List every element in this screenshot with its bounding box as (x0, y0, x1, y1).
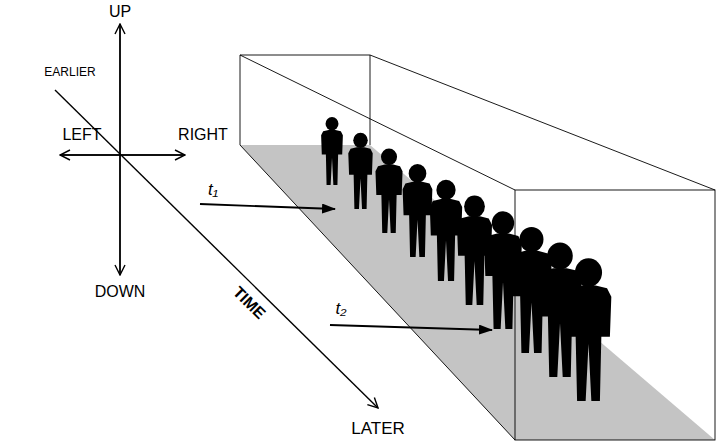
person-silhouette (566, 258, 612, 401)
t1-arrow (200, 204, 335, 209)
axis-label: RIGHT (178, 127, 228, 143)
person-body (375, 164, 402, 233)
up-axis (119, 24, 120, 275)
person-body (321, 130, 343, 185)
person-body (566, 285, 612, 401)
box-edge (240, 145, 515, 440)
box-front (515, 190, 715, 440)
time-label: t₁ (208, 181, 218, 198)
person-head (353, 133, 367, 148)
figure-row (321, 117, 611, 401)
person-silhouette (403, 164, 433, 257)
time-label: t₂ (335, 300, 346, 317)
axis-label: LATER (351, 420, 405, 437)
time-axis (55, 90, 378, 408)
person-head (326, 117, 339, 131)
t2-arrow (330, 325, 492, 330)
person-head (436, 180, 455, 200)
box-edge (240, 55, 241, 145)
box-edge (240, 55, 370, 56)
person-silhouette (321, 117, 343, 185)
box-edge (370, 55, 715, 190)
axis-label: DOWN (95, 284, 146, 300)
person-body (403, 182, 433, 257)
person-body (430, 199, 462, 281)
down-axis (119, 24, 120, 275)
axis-label: EARLIER (44, 66, 95, 78)
floor (240, 145, 715, 440)
person-head (492, 211, 514, 235)
person-silhouette (348, 133, 372, 209)
axis-title: TIME (230, 284, 268, 322)
axis-label: LEFT (62, 127, 101, 143)
person-head (409, 164, 427, 183)
person-head (547, 243, 573, 270)
axis-label: UP (109, 4, 131, 20)
person-silhouette (375, 148, 402, 233)
box-edge (370, 55, 371, 145)
person-head (520, 227, 544, 252)
person-head (381, 148, 397, 165)
person-head (464, 196, 485, 218)
person-head (575, 258, 602, 287)
person-body (348, 147, 372, 209)
